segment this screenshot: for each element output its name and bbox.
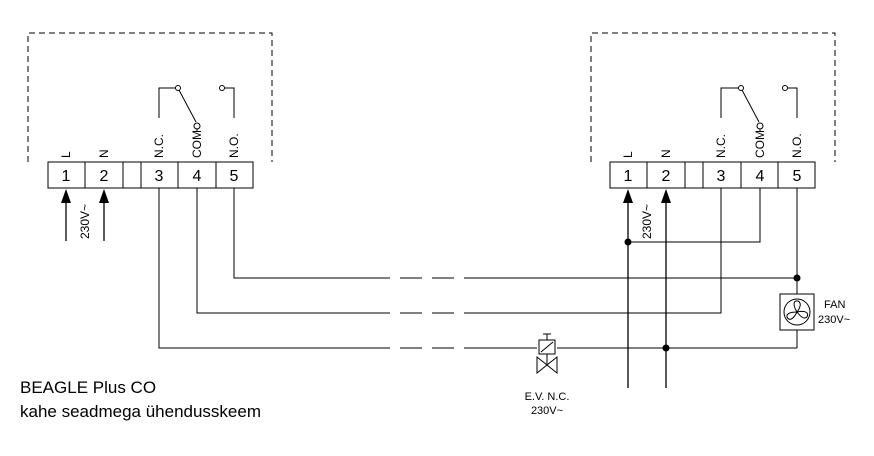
right-supply-arrows <box>623 189 671 388</box>
junction-dot <box>662 344 670 352</box>
right-terminal-3: 3 <box>717 168 726 185</box>
fan-voltage: 230V~ <box>818 314 850 326</box>
junction-dot <box>793 274 801 282</box>
right-label-no: N.O. <box>790 133 804 158</box>
left-relay-contact <box>158 85 235 132</box>
solenoid-valve-icon <box>536 333 558 375</box>
right-relay-contact <box>720 85 798 132</box>
left-terminal-3: 3 <box>155 168 164 185</box>
left-label-com: COM <box>190 130 204 158</box>
junction-dot <box>624 238 632 246</box>
left-supply-voltage: 230V~ <box>78 204 92 239</box>
left-terminal-4: 4 <box>193 168 202 185</box>
left-device-dashed-housing <box>27 32 273 162</box>
right-terminal-5: 5 <box>793 168 802 185</box>
right-device: 1 2 3 4 5 L N N.C. COM N.O. 230V~ <box>590 32 836 388</box>
interconnect-wires <box>158 188 798 349</box>
diagram-title: BEAGLE Plus CO <box>20 378 157 397</box>
left-terminal-2: 2 <box>100 168 109 185</box>
fan-label: FAN <box>824 299 845 311</box>
wire-no-line <box>233 188 390 279</box>
right-terminal-2: 2 <box>662 168 671 185</box>
left-terminal-5: 5 <box>230 168 239 185</box>
diagram-subtitle: kahe seadmega ühendusskeem <box>20 402 261 421</box>
right-label-l: L <box>621 151 635 158</box>
left-supply-arrows <box>61 189 109 241</box>
left-label-nc: N.C. <box>152 134 166 158</box>
right-terminal-1: 1 <box>624 168 633 185</box>
left-terminal-block <box>47 161 254 189</box>
wire-com-line <box>196 188 390 314</box>
right-label-n: N <box>659 149 673 158</box>
fan-icon <box>779 293 815 331</box>
left-terminal-1: 1 <box>62 168 71 185</box>
right-label-com: COM <box>753 130 767 158</box>
right-terminal-4: 4 <box>756 168 765 185</box>
valve-voltage: 230V~ <box>531 405 563 417</box>
right-com-to-l-wire <box>628 188 761 243</box>
right-device-dashed-housing <box>590 32 836 162</box>
right-terminal-block <box>609 161 816 189</box>
left-label-l: L <box>59 151 73 158</box>
left-device: 1 2 3 4 5 L N N.C. COM N.O. 230V~ <box>27 32 273 241</box>
right-supply-voltage: 230V~ <box>640 204 654 239</box>
left-label-n: N <box>97 149 111 158</box>
valve-label: E.V. N.C. <box>525 391 570 403</box>
right-label-nc: N.C. <box>714 134 728 158</box>
wire-nc-line <box>158 188 390 349</box>
left-label-no: N.O. <box>227 133 241 158</box>
